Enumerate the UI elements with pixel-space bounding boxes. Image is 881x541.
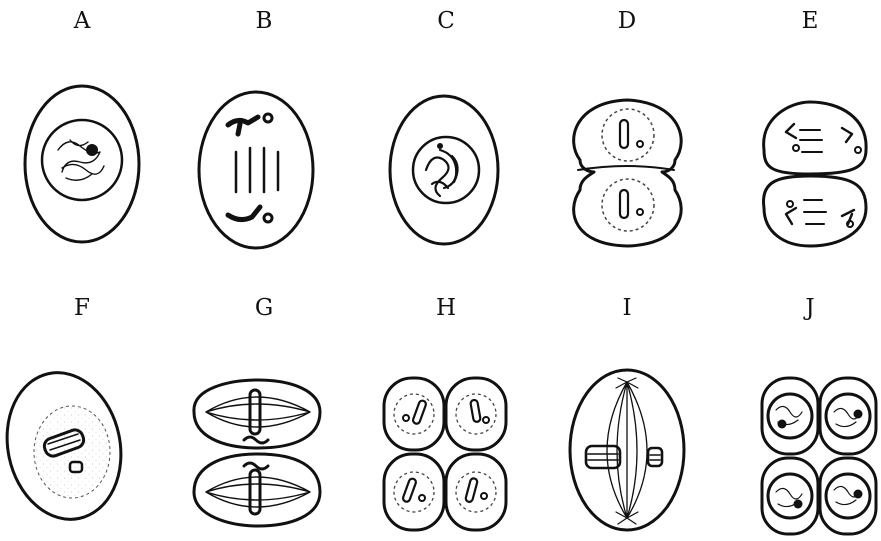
- cell-b: [199, 92, 313, 248]
- cell-d: [574, 100, 682, 246]
- cell-g: [194, 380, 320, 526]
- cell-e: [763, 102, 866, 246]
- cell-f: [0, 362, 134, 530]
- cell-h: [384, 378, 506, 530]
- cell-a: [25, 86, 139, 242]
- cell-j: [762, 378, 876, 534]
- cell-c: [390, 96, 498, 244]
- cell-i: [570, 370, 684, 530]
